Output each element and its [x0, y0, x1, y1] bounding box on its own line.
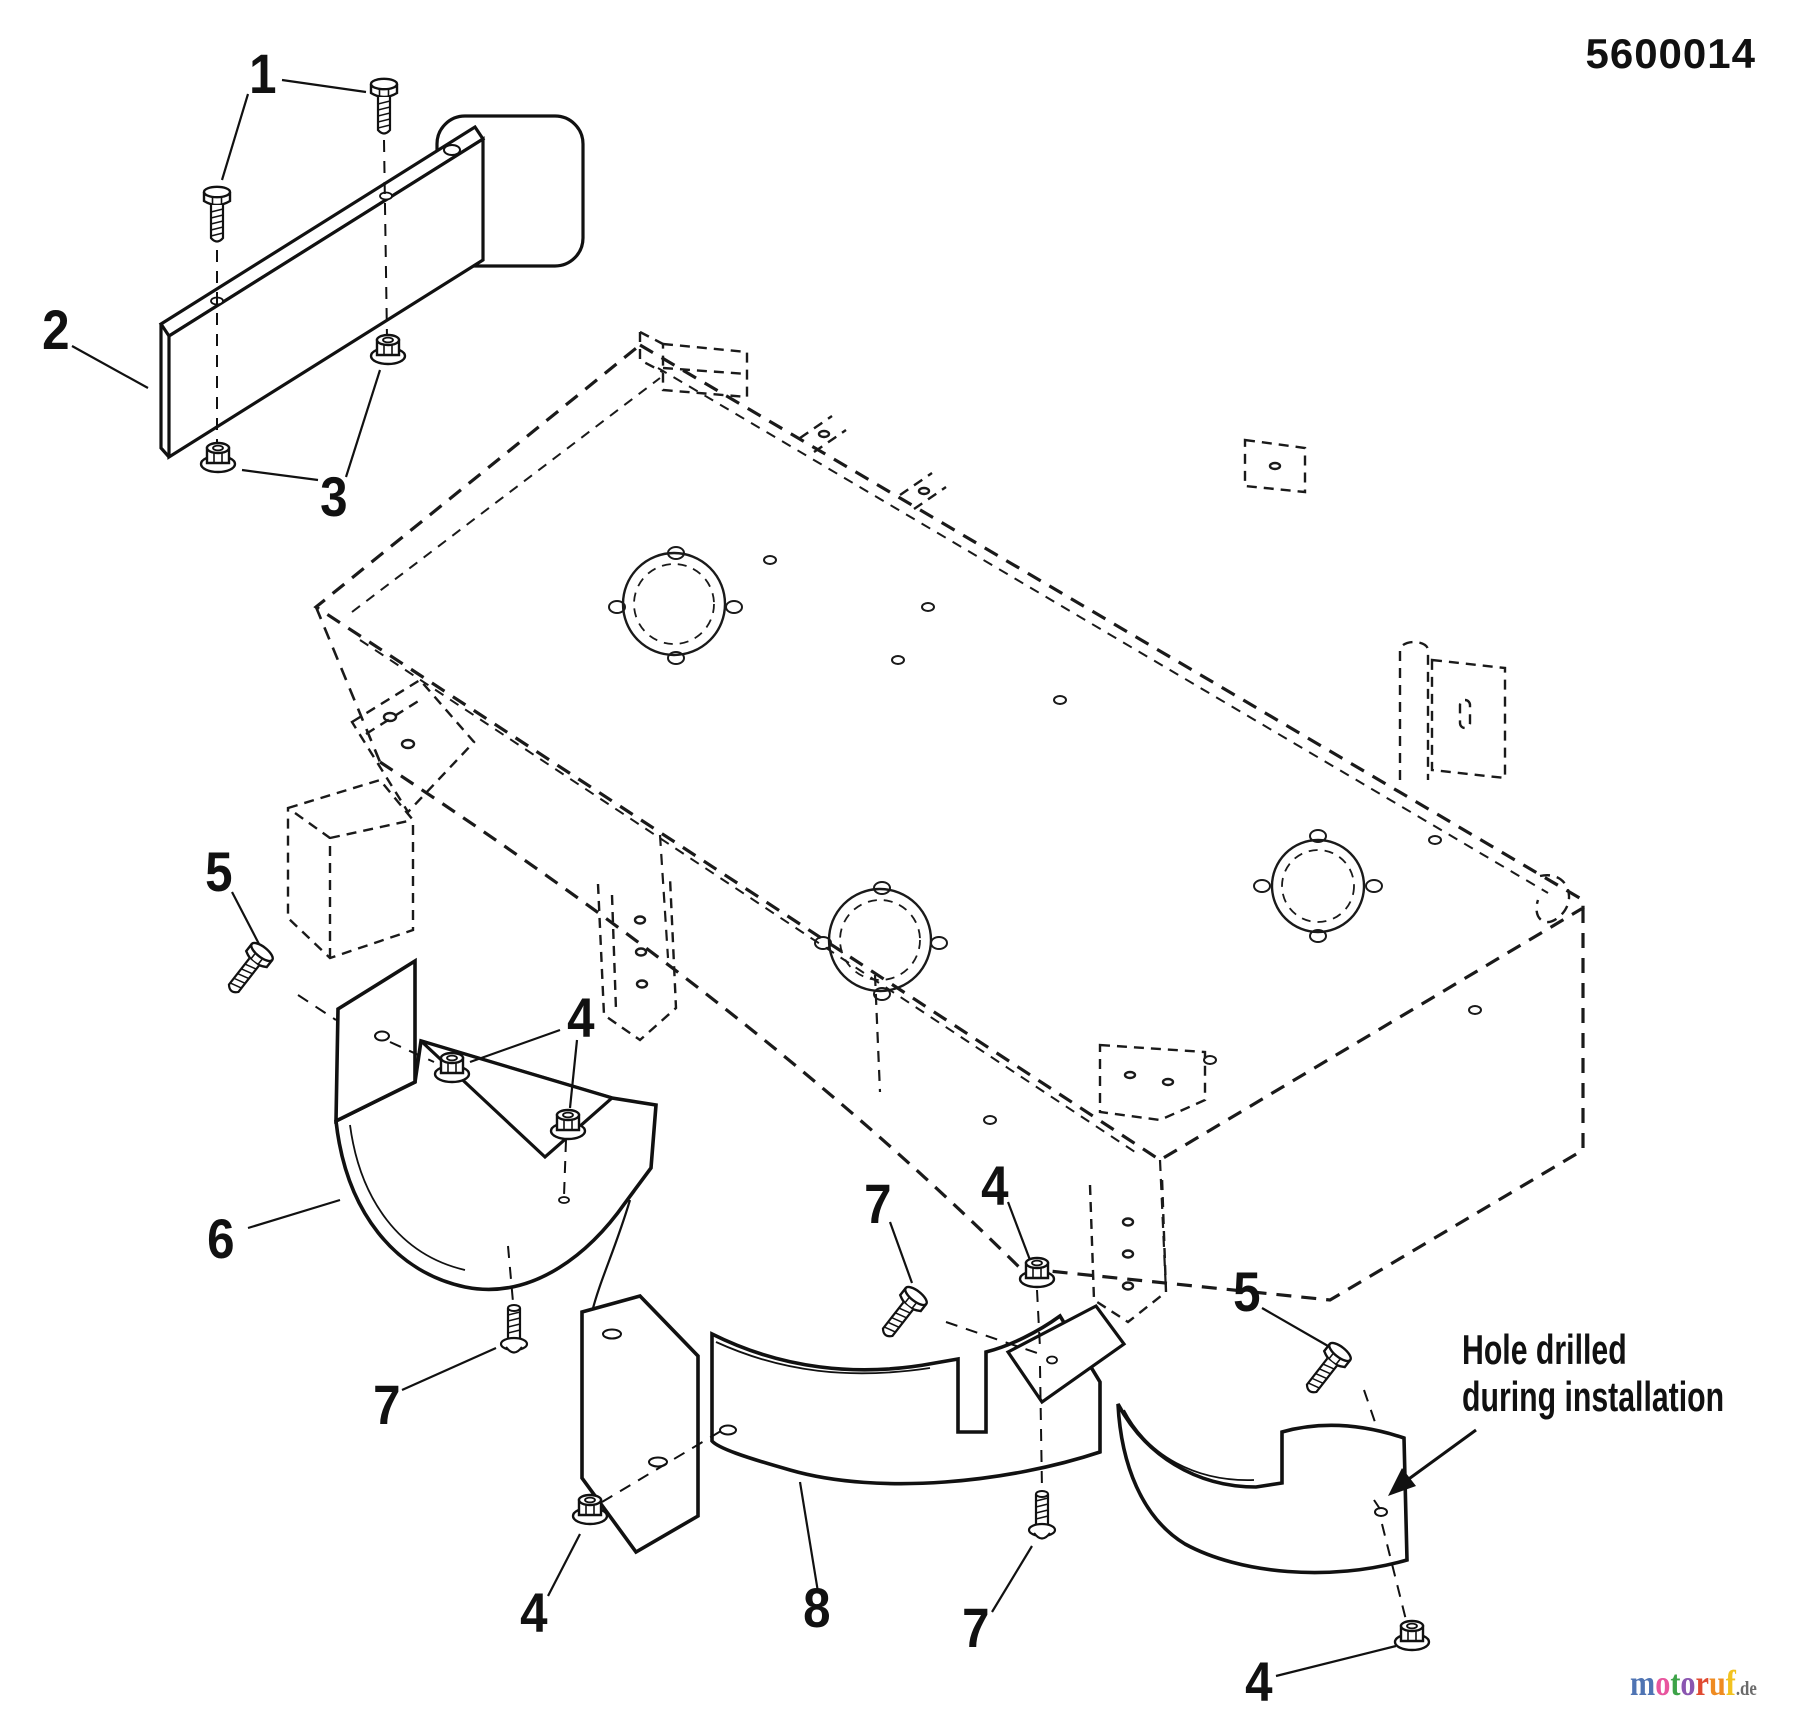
- baffle-joint-tab: [1005, 1303, 1127, 1405]
- hex-bolt-5a: [220, 938, 277, 1001]
- callout-7-b: 7: [864, 1172, 891, 1235]
- callout-leader-lines: [71, 78, 1397, 1678]
- carriage-bolt-7c: [1027, 1489, 1057, 1540]
- deck-misc-holes: [763, 555, 1482, 1125]
- callout-4-b: 4: [520, 1581, 547, 1644]
- watermark-letter: o: [1655, 1663, 1671, 1703]
- deck-spindle-openings: [608, 546, 1383, 1001]
- annotation-arrow: [1388, 1428, 1477, 1496]
- callout-1: 1: [249, 42, 276, 105]
- drilled-hole: [1374, 1507, 1388, 1517]
- drawing-number: 5600014: [1585, 30, 1756, 77]
- installation-note-line1: Hole drilled: [1462, 1326, 1627, 1373]
- flange-nut-3b: [369, 333, 407, 366]
- callout-4-d: 4: [1245, 1650, 1272, 1713]
- flange-nut-4a: [433, 1051, 471, 1084]
- hex-bolt-1a: [202, 185, 232, 243]
- callout-4-c: 4: [981, 1154, 1008, 1217]
- callout-7-c: 7: [962, 1596, 989, 1659]
- callout-4-a: 4: [567, 986, 594, 1049]
- callout-2: 2: [42, 298, 69, 361]
- installation-note: Hole drilled during installation: [1462, 1326, 1724, 1420]
- flange-nut-4d: [1018, 1256, 1056, 1289]
- carriage-bolt-7a: [499, 1303, 529, 1354]
- carriage-bolt-7b: [874, 1282, 931, 1345]
- flange-nut-4c: [571, 1493, 609, 1526]
- watermark-letter: t: [1670, 1663, 1681, 1703]
- callout-8: 8: [803, 1576, 830, 1639]
- flange-nut-4b: [549, 1108, 587, 1141]
- callout-6: 6: [207, 1207, 234, 1270]
- left-baffle: [334, 957, 700, 1555]
- watermark-letter: o: [1680, 1663, 1696, 1703]
- watermark-letter: u: [1708, 1663, 1726, 1703]
- installation-note-line2: during installation: [1462, 1373, 1725, 1421]
- assembly-centerlines: [216, 139, 1407, 1621]
- callout-5-left: 5: [205, 840, 232, 903]
- watermark: motoruf.de: [1630, 1662, 1757, 1704]
- flange-nut-3a: [199, 441, 237, 474]
- watermark-letter: f: [1725, 1663, 1736, 1703]
- callout-3: 3: [320, 465, 347, 528]
- watermark-letter: r: [1695, 1663, 1709, 1703]
- callout-5-right: 5: [1233, 1260, 1260, 1323]
- flange-nut-4e: [1393, 1619, 1431, 1652]
- watermark-suffix: .de: [1735, 1678, 1757, 1700]
- hex-bolt-1b: [369, 77, 399, 135]
- hex-bolt-5b: [1298, 1338, 1355, 1401]
- right-baffle: [1116, 1403, 1409, 1575]
- callout-7-a: 7: [373, 1373, 400, 1436]
- watermark-letter: m: [1630, 1663, 1656, 1703]
- deck-brackets: [286, 330, 1571, 1324]
- mounting-bracket: [158, 114, 585, 460]
